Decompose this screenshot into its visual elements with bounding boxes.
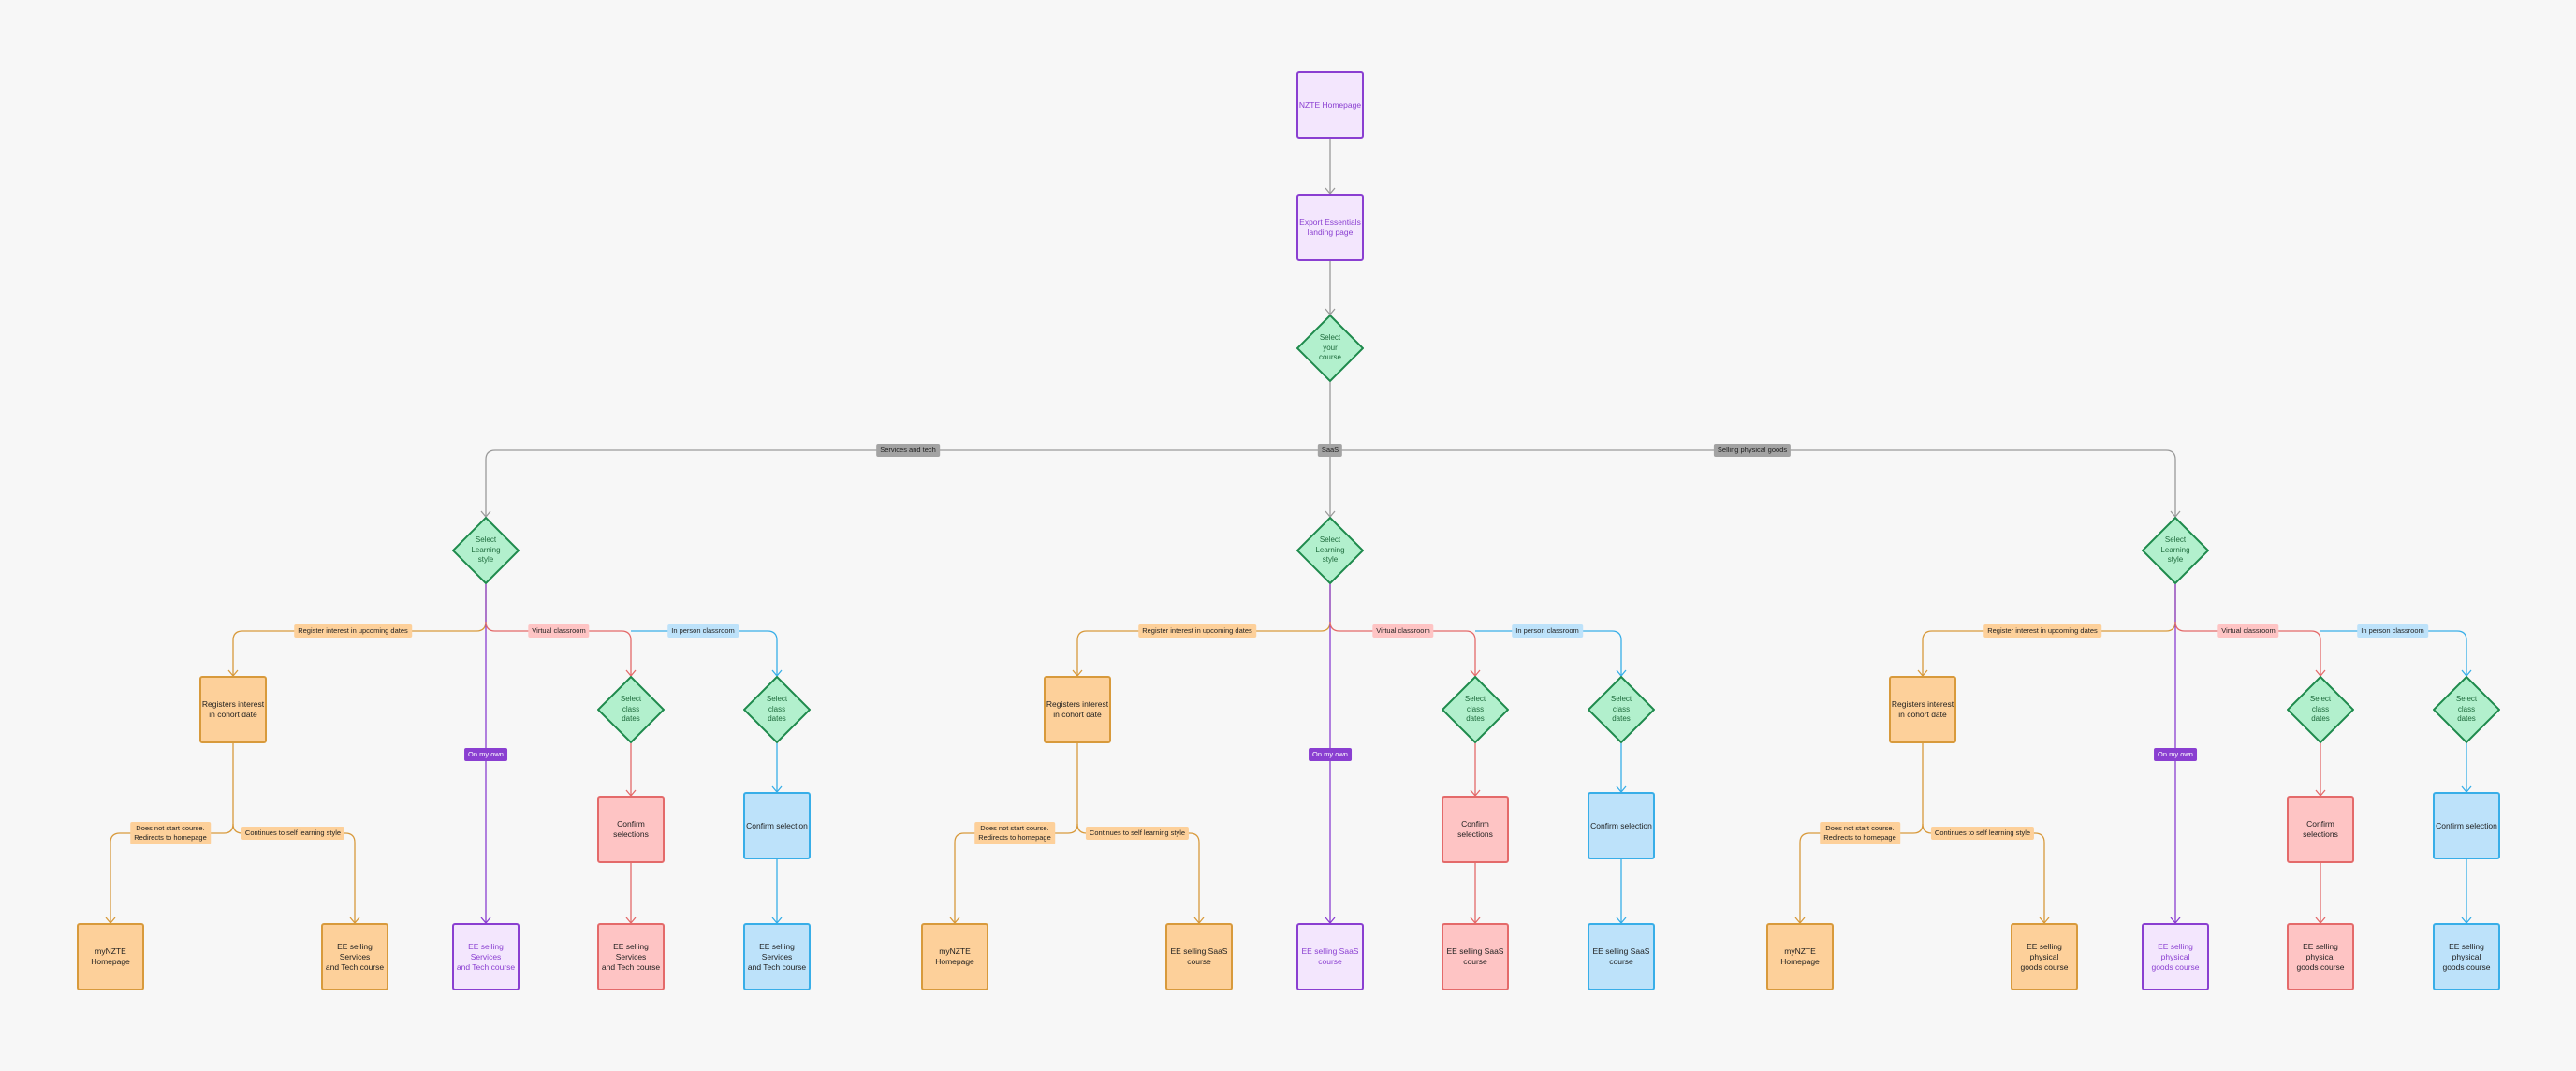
goods-edge-virtual — [2174, 621, 2321, 676]
services-label-inperson: In person classroom — [667, 624, 739, 638]
edge-select-to-services — [485, 449, 1330, 517]
goods-registers-interest-node[interactable]: Registers interest in cohort date — [1889, 676, 1956, 743]
edge-select-to-goods — [1330, 449, 2176, 517]
edge-label-services: Services and tech — [876, 444, 940, 457]
saas-inperson-course-node[interactable]: EE selling SaaS course — [1588, 923, 1655, 990]
goods-label-register: Register interest in upcoming dates — [1983, 624, 2101, 638]
saas-label-no-start: Does not start course. Redirects to home… — [974, 822, 1055, 844]
goods-edge-continue — [1922, 823, 2045, 923]
services-self-learning-course-node[interactable]: EE selling Services and Tech course — [321, 923, 388, 990]
saas-virtual-course-node[interactable]: EE selling SaaS course — [1442, 923, 1509, 990]
nzte-homepage-node[interactable]: NZTE Homepage — [1296, 71, 1364, 139]
goods-virtual-course-node[interactable]: EE selling physical goods course — [2287, 923, 2354, 990]
goods-label-virtual: Virtual classroom — [2217, 624, 2279, 638]
landing-page-node[interactable]: Export Essentials landing page — [1296, 194, 1364, 261]
goods-learning-style-decision-label: Select Learning style — [2160, 536, 2190, 565]
saas-label-virtual: Virtual classroom — [1372, 624, 1434, 638]
services-learning-style-decision[interactable]: Select Learning style — [452, 517, 520, 584]
saas-learning-style-decision[interactable]: Select Learning style — [1296, 517, 1364, 584]
saas-label-inperson: In person classroom — [1512, 624, 1583, 638]
saas-own-course-node[interactable]: EE selling SaaS course — [1296, 923, 1364, 990]
edge-label-saas: SaaS — [1317, 444, 1343, 457]
services-mynzte-homepage-node[interactable]: myNZTE Homepage — [77, 923, 144, 990]
saas-edge-inperson — [1475, 630, 1622, 676]
goods-own-course-node[interactable]: EE selling physical goods course — [2142, 923, 2209, 990]
goods-self-learning-course-node[interactable]: EE selling physical goods course — [2011, 923, 2078, 990]
saas-edge-virtual — [1329, 621, 1476, 676]
goods-label-no-start: Does not start course. Redirects to home… — [1820, 822, 1900, 844]
goods-label-own: On my own — [2154, 748, 2197, 761]
services-learning-style-decision-label: Select Learning style — [471, 536, 501, 565]
saas-mynzte-homepage-node[interactable]: myNZTE Homepage — [921, 923, 988, 990]
services-label-register: Register interest in upcoming dates — [294, 624, 412, 638]
services-select-dates-virtual-decision-label: Select class dates — [620, 695, 642, 724]
saas-confirm-inperson-node[interactable]: Confirm selection — [1588, 792, 1655, 859]
goods-edge-inperson — [2320, 630, 2467, 676]
saas-select-dates-virtual-decision[interactable]: Select class dates — [1442, 676, 1509, 743]
services-confirm-inperson-node[interactable]: Confirm selection — [743, 792, 811, 859]
saas-select-dates-inperson-decision[interactable]: Select class dates — [1588, 676, 1655, 743]
goods-learning-style-decision[interactable]: Select Learning style — [2142, 517, 2209, 584]
services-edge-inperson — [631, 630, 778, 676]
goods-label-continue: Continues to self learning style — [1930, 827, 2035, 840]
services-inperson-course-node[interactable]: EE selling Services and Tech course — [743, 923, 811, 990]
select-course-decision-label: Select your course — [1318, 333, 1341, 362]
services-label-virtual: Virtual classroom — [528, 624, 590, 638]
goods-select-dates-virtual-decision[interactable]: Select class dates — [2287, 676, 2354, 743]
saas-registers-interest-node[interactable]: Registers interest in cohort date — [1044, 676, 1111, 743]
goods-confirm-inperson-node[interactable]: Confirm selection — [2433, 792, 2500, 859]
saas-label-register: Register interest in upcoming dates — [1138, 624, 1256, 638]
services-confirm-virtual-node[interactable]: Confirm selections — [597, 796, 665, 863]
services-edge-continue — [232, 823, 356, 923]
services-own-course-node[interactable]: EE selling Services and Tech course — [452, 923, 520, 990]
services-registers-interest-node[interactable]: Registers interest in cohort date — [199, 676, 267, 743]
select-course-decision[interactable]: Select your course — [1296, 315, 1364, 382]
services-label-continue: Continues to self learning style — [241, 827, 345, 840]
goods-select-dates-virtual-decision-label: Select class dates — [2309, 695, 2332, 724]
services-edge-virtual — [485, 621, 632, 676]
services-virtual-course-node[interactable]: EE selling Services and Tech course — [597, 923, 665, 990]
saas-select-dates-virtual-decision-label: Select class dates — [1464, 695, 1486, 724]
saas-self-learning-course-node[interactable]: EE selling SaaS course — [1165, 923, 1233, 990]
saas-confirm-virtual-node[interactable]: Confirm selections — [1442, 796, 1509, 863]
goods-mynzte-homepage-node[interactable]: myNZTE Homepage — [1766, 923, 1834, 990]
edge-label-goods: Selling physical goods — [1713, 444, 1792, 457]
goods-select-dates-inperson-decision-label: Select class dates — [2455, 695, 2478, 724]
services-select-dates-virtual-decision[interactable]: Select class dates — [597, 676, 665, 743]
services-select-dates-inperson-decision[interactable]: Select class dates — [743, 676, 811, 743]
goods-select-dates-inperson-decision[interactable]: Select class dates — [2433, 676, 2500, 743]
saas-learning-style-decision-label: Select Learning style — [1315, 536, 1345, 565]
services-label-own: On my own — [464, 748, 507, 761]
saas-label-own: On my own — [1309, 748, 1352, 761]
saas-select-dates-inperson-decision-label: Select class dates — [1610, 695, 1632, 724]
saas-label-continue: Continues to self learning style — [1085, 827, 1190, 840]
services-select-dates-inperson-decision-label: Select class dates — [766, 695, 788, 724]
saas-edge-continue — [1076, 823, 1200, 923]
goods-confirm-virtual-node[interactable]: Confirm selections — [2287, 796, 2354, 863]
goods-label-inperson: In person classroom — [2357, 624, 2428, 638]
services-label-no-start: Does not start course. Redirects to home… — [130, 822, 211, 844]
goods-inperson-course-node[interactable]: EE selling physical goods course — [2433, 923, 2500, 990]
